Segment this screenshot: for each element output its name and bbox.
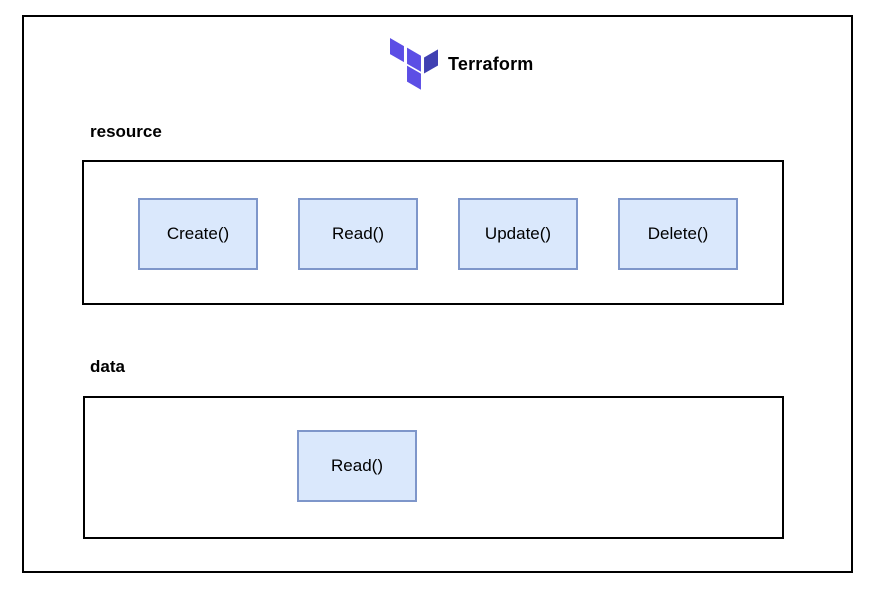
section-label-resource: resource	[90, 122, 162, 141]
section-container-resource: Create() Read() Update() Delete()	[82, 160, 784, 305]
logo-bottom-block	[407, 65, 421, 90]
method-box: Update()	[458, 198, 578, 270]
outer-frame: Terraform resource Create() Read() Update(…	[22, 15, 853, 573]
method-box: Read()	[297, 430, 417, 502]
data-method-boxes: Read()	[85, 398, 782, 502]
diagram-title: Terraform	[448, 53, 534, 74]
resource-method-boxes: Create() Read() Update() Delete()	[84, 162, 782, 270]
terraform-logo-icon	[390, 38, 438, 90]
logo-middle-block	[407, 47, 421, 72]
method-box: Read()	[298, 198, 418, 270]
method-box: Create()	[138, 198, 258, 270]
logo-left-block	[390, 38, 404, 63]
diagram-header: Terraform	[390, 38, 534, 90]
logo-right-block	[424, 49, 438, 74]
method-box: Delete()	[618, 198, 738, 270]
section-label-data: data	[90, 357, 125, 376]
section-container-data: Read()	[83, 396, 784, 539]
